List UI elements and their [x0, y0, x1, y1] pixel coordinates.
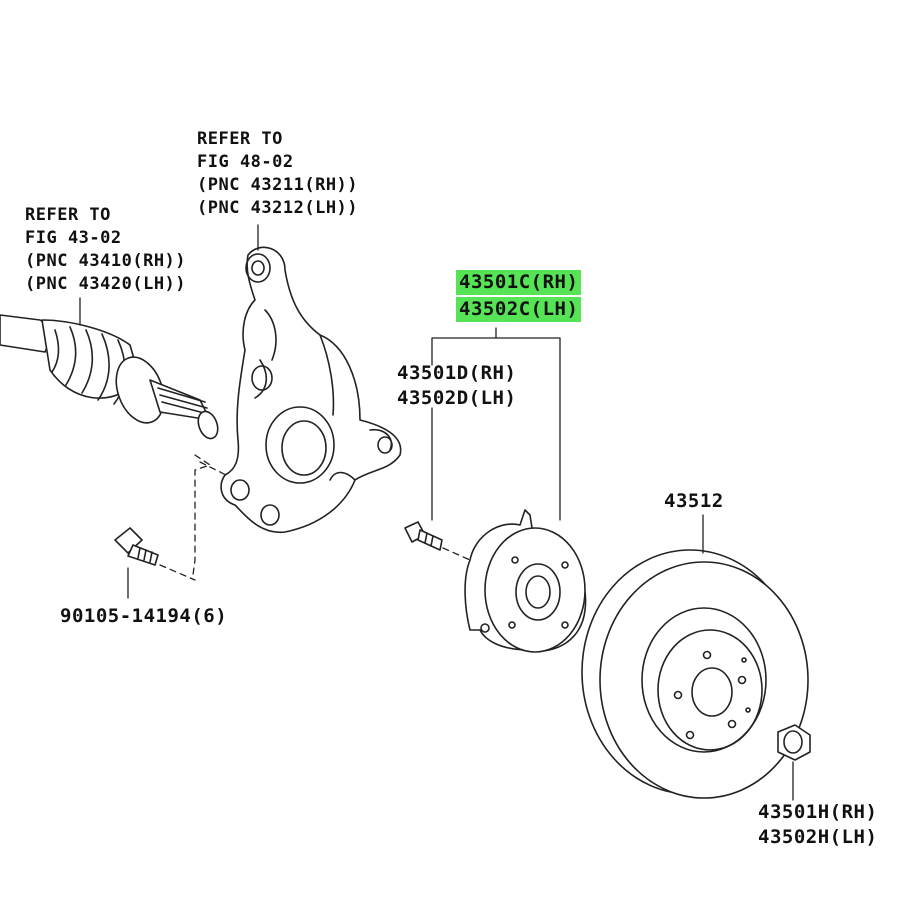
- hub-bearing-assembly: [464, 509, 587, 653]
- hub-bolt-rh-label[interactable]: 43501D(RH): [397, 362, 517, 384]
- knuckle-ref-line3: (PNC 43211(RH)): [197, 175, 359, 195]
- knuckle-ref-line1: REFER TO: [197, 129, 283, 149]
- drive-shaft: [0, 314, 219, 440]
- shaft-ref-line2: FIG 43-02: [25, 228, 122, 248]
- knuckle-bolt: [114, 527, 159, 566]
- knuckle-bolt-part-label[interactable]: 90105-14194(6): [60, 605, 228, 627]
- hub-nut: [777, 724, 811, 761]
- hub-assembly-lh-label[interactable]: 43502C(LH): [456, 297, 582, 322]
- knuckle-ref-line4: (PNC 43212(LH)): [197, 198, 359, 218]
- knuckle-ref-line2: FIG 48-02: [197, 152, 294, 172]
- brake-disc: [581, 549, 809, 799]
- leader-lines: [79, 224, 794, 801]
- disc-part-label[interactable]: 43512: [664, 490, 724, 512]
- hub-bolt-lh-label[interactable]: 43502D(LH): [397, 387, 517, 409]
- hub-nut-rh-label[interactable]: 43501H(RH): [758, 801, 878, 823]
- hub-assembly-rh-label[interactable]: 43501C(RH): [456, 270, 582, 295]
- shaft-ref-line1: REFER TO: [25, 205, 111, 225]
- steering-knuckle: [220, 246, 402, 533]
- hub-bolt: [404, 521, 443, 551]
- shaft-ref-line4: (PNC 43420(LH)): [25, 274, 187, 294]
- hub-nut-lh-label[interactable]: 43502H(LH): [758, 826, 878, 848]
- shaft-ref-line3: (PNC 43410(RH)): [25, 251, 187, 271]
